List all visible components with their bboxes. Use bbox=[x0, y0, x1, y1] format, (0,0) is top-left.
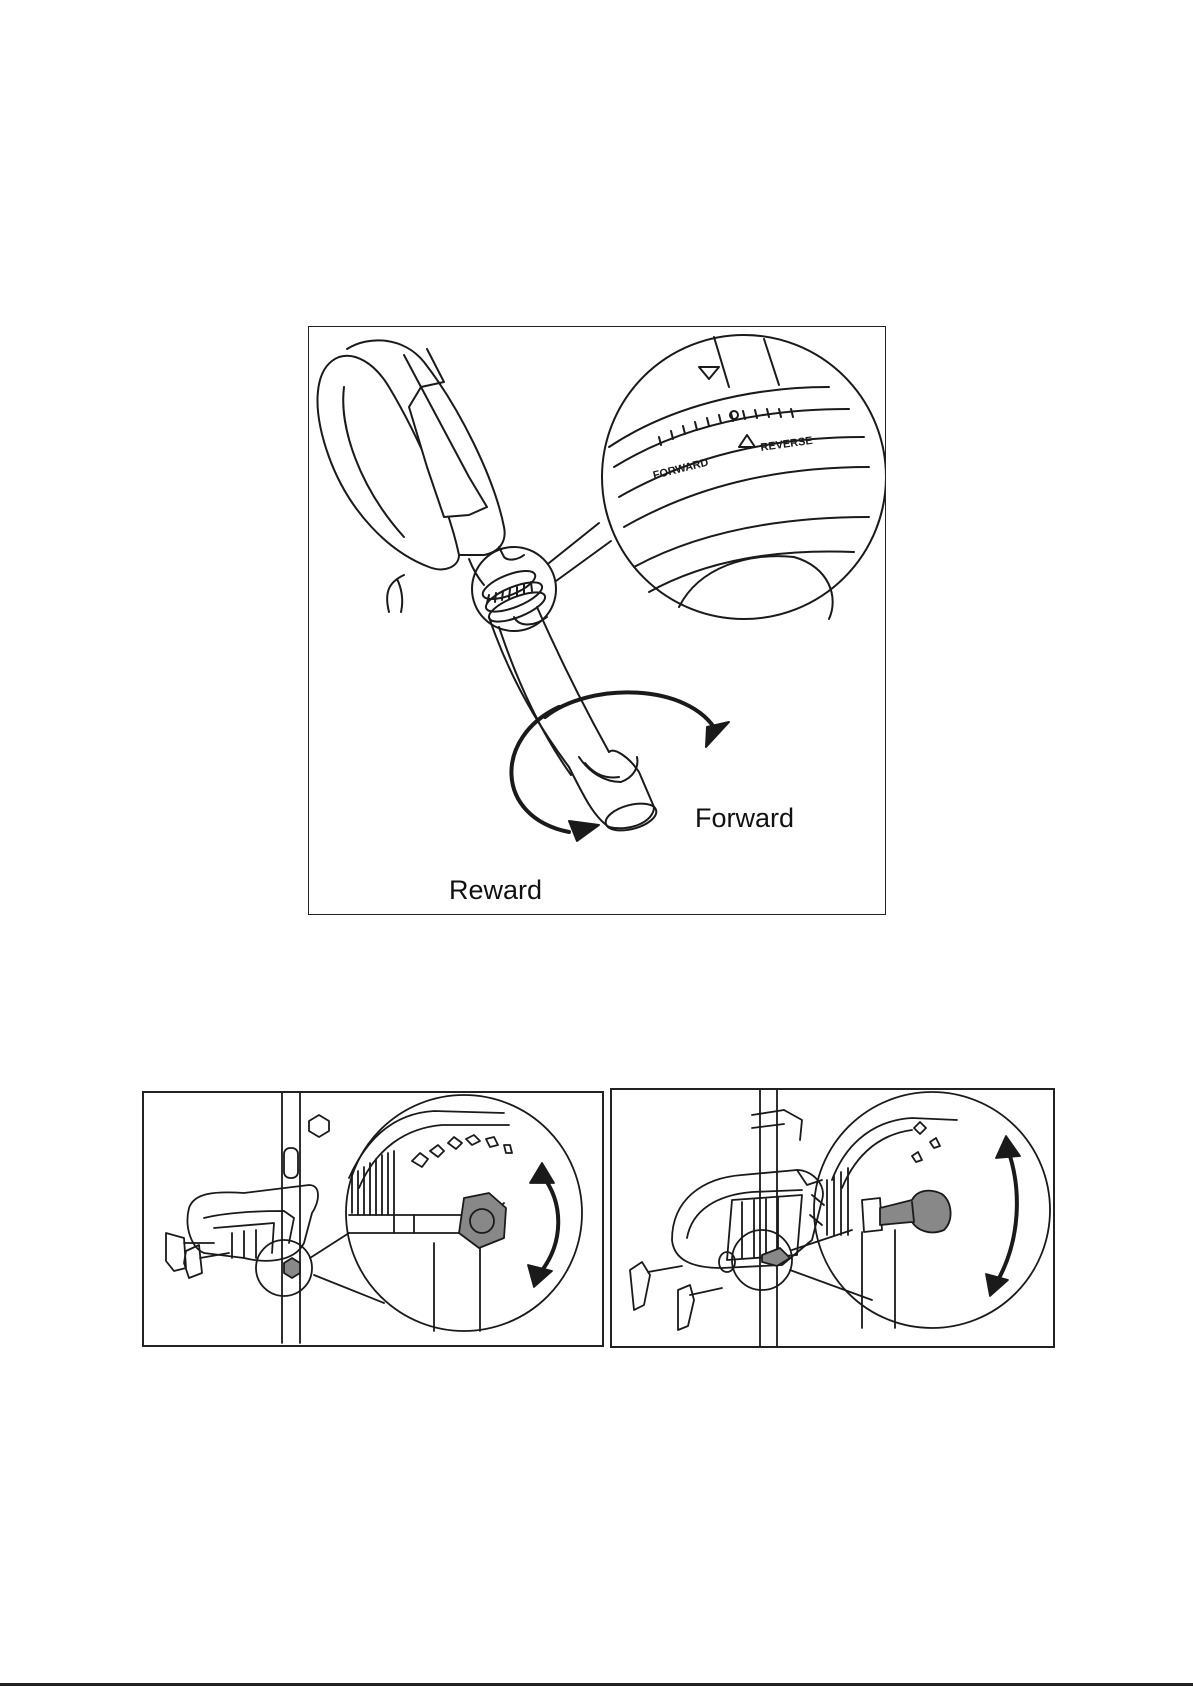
mount-wing-knob-figure bbox=[610, 1088, 1055, 1348]
tiller-handle-illustration: FORWARD REVERSE bbox=[309, 327, 886, 915]
dial-reverse-text: REVERSE bbox=[760, 435, 814, 454]
mount-hex-knob-figure bbox=[142, 1091, 604, 1347]
dial-forward-text: FORWARD bbox=[652, 457, 710, 482]
tiller-handle-figure: FORWARD REVERSE Forward Reward bbox=[308, 326, 886, 915]
forward-label: Forward bbox=[695, 803, 794, 834]
wing-knob-illustration bbox=[612, 1090, 1055, 1348]
reward-label: Reward bbox=[449, 875, 542, 906]
hex-knob-illustration bbox=[144, 1093, 604, 1347]
